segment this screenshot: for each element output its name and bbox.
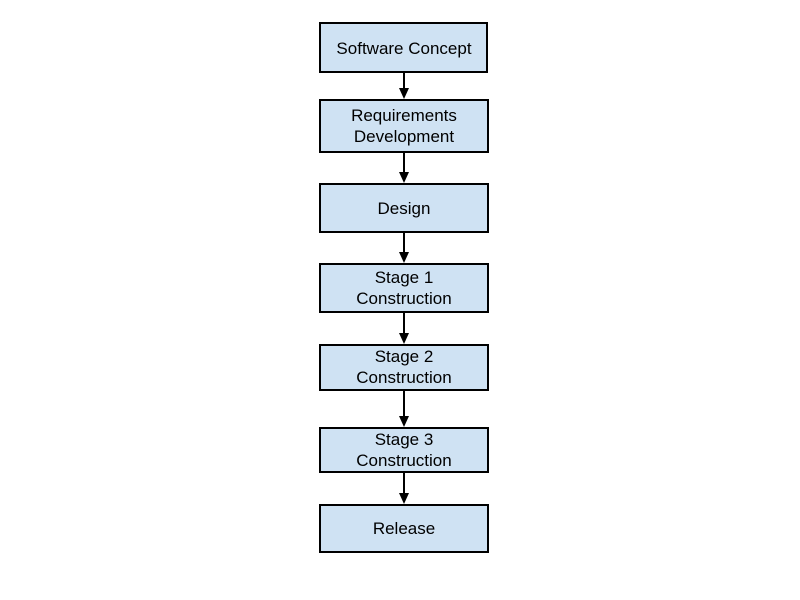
connector-design-to-stage-1 [399, 232, 409, 263]
connector-requirements-to-design [399, 152, 409, 183]
connector-software-concept-to-requirements [399, 72, 409, 99]
connector-stage-1-to-stage-2 [399, 312, 409, 344]
step-stage-1-construction: Stage 1 Construction [319, 263, 489, 313]
step-label: Release [373, 519, 435, 538]
step-label-line-2: Construction [356, 289, 451, 308]
step-stage-2-construction: Stage 2 Construction [319, 344, 489, 391]
step-box [319, 504, 489, 553]
step-box [319, 263, 489, 313]
step-box [319, 344, 489, 391]
step-label-line-2: Development [354, 127, 454, 146]
step-label: Design [378, 199, 431, 218]
step-label-line-1: Stage 3 [375, 430, 434, 449]
step-box [319, 427, 489, 473]
step-software-concept: Software Concept [319, 22, 488, 73]
step-release: Release [319, 504, 489, 553]
step-box [319, 183, 489, 233]
step-box [319, 22, 488, 73]
step-label-line-1: Stage 1 [375, 268, 434, 287]
step-label-line-1: Requirements [351, 106, 457, 125]
step-label-line-2: Construction [356, 368, 451, 387]
step-label: Software Concept [336, 39, 471, 58]
step-design: Design [319, 183, 489, 233]
connector-stage-3-to-release [399, 472, 409, 504]
step-label-line-1: Stage 2 [375, 347, 434, 366]
step-stage-3-construction: Stage 3 Construction [319, 427, 489, 473]
step-label-line-2: Construction [356, 451, 451, 470]
step-requirements-development: Requirements Development [319, 99, 489, 153]
connector-stage-2-to-stage-3 [399, 390, 409, 427]
step-box [319, 99, 489, 153]
